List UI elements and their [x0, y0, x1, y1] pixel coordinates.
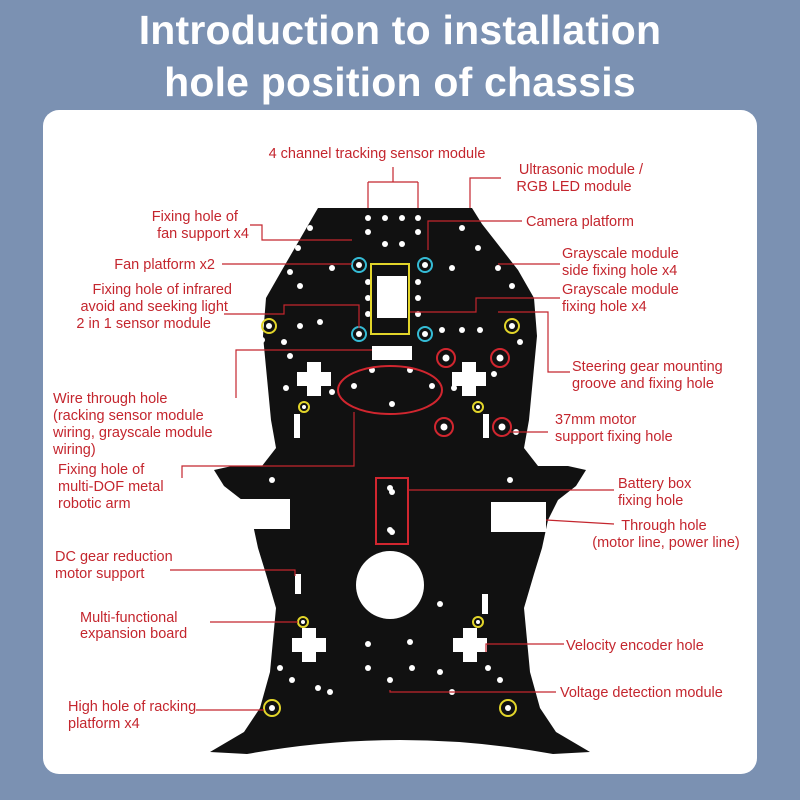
label-racking-platform: High hole of racking platform x4 — [68, 699, 200, 732]
label-camera-platform: Camera platform — [526, 214, 634, 230]
chassis-cutouts — [235, 276, 546, 662]
battery-box-frame — [375, 477, 409, 545]
label-grayscale-fixing: Grayscale module fixing hole x4 — [562, 282, 683, 315]
left-encoder-cross — [292, 628, 326, 662]
left-steering-groove — [297, 362, 331, 396]
label-voltage-detection: Voltage detection module — [560, 685, 723, 701]
grayscale-window — [377, 276, 407, 318]
center-through-hole — [356, 551, 424, 619]
racking-ring-left — [263, 699, 281, 717]
label-battery-box: Battery box fixing hole — [618, 476, 695, 509]
steering-ring-right — [490, 348, 510, 368]
wire-through-slot — [372, 346, 412, 360]
motor-ring-left — [434, 417, 454, 437]
label-fan-platform: Fan platform x2 — [114, 257, 215, 273]
right-through-hole — [491, 502, 546, 532]
label-robotic-arm: Fixing hole of multi-DOF metal robotic a… — [58, 462, 168, 512]
chassis-small-holes — [257, 215, 523, 695]
left-slot — [294, 414, 300, 438]
title-line-2: hole position of chassis — [164, 59, 636, 105]
callout-labels: 4 channel tracking sensor module Ultraso… — [52, 146, 740, 732]
label-tracking-sensor: 4 channel tracking sensor module — [269, 146, 486, 162]
fan-support-ring-1 — [351, 257, 367, 273]
label-fan-support: Fixing hole of fan support x4 — [152, 209, 249, 242]
right-slot — [483, 414, 489, 438]
label-steering-gear: Steering gear mounting groove and fixing… — [572, 359, 727, 392]
label-expansion-board: Multi-functional expansion board — [80, 610, 187, 642]
right-motor-slot — [482, 594, 488, 614]
fan-support-ring-2 — [417, 257, 433, 273]
racking-ring-right — [499, 699, 517, 717]
highlight-rings — [261, 257, 520, 717]
label-velocity-encoder: Velocity encoder hole — [566, 638, 704, 654]
wire-ring-left — [298, 401, 310, 413]
title-line-1: Introduction to installation — [138, 7, 662, 53]
label-through-hole: Through hole (motor line, power line) — [592, 518, 739, 551]
expansion-ring-right — [472, 616, 484, 628]
left-through-hole — [235, 499, 290, 529]
wire-ring-right — [472, 401, 484, 413]
fan-support-ring-4 — [417, 326, 433, 342]
leader-lines — [170, 167, 615, 711]
robotic-arm-ellipse — [337, 365, 443, 415]
steering-ring-left — [436, 348, 456, 368]
right-encoder-cross — [453, 628, 487, 662]
label-wire-through: Wire through hole (racking sensor module… — [52, 391, 217, 458]
right-steering-groove — [452, 362, 486, 396]
page-title: Introduction to installation hole positi… — [0, 4, 800, 108]
label-ultrasonic: Ultrasonic module / RGB LED module — [516, 162, 647, 195]
label-infrared: Fixing hole of infrared avoid and seekin… — [76, 282, 236, 332]
infrared-ring-right — [504, 318, 520, 334]
label-motor-37mm: 37mm motor support fixing hole — [555, 412, 673, 445]
label-dc-gear: DC gear reduction motor support — [55, 549, 177, 582]
grayscale-module-frame — [370, 263, 410, 335]
motor-ring-right — [492, 417, 512, 437]
label-grayscale-side: Grayscale module side fixing hole x4 — [562, 246, 683, 279]
left-motor-slot — [295, 574, 301, 594]
infrared-ring-left — [261, 318, 277, 334]
